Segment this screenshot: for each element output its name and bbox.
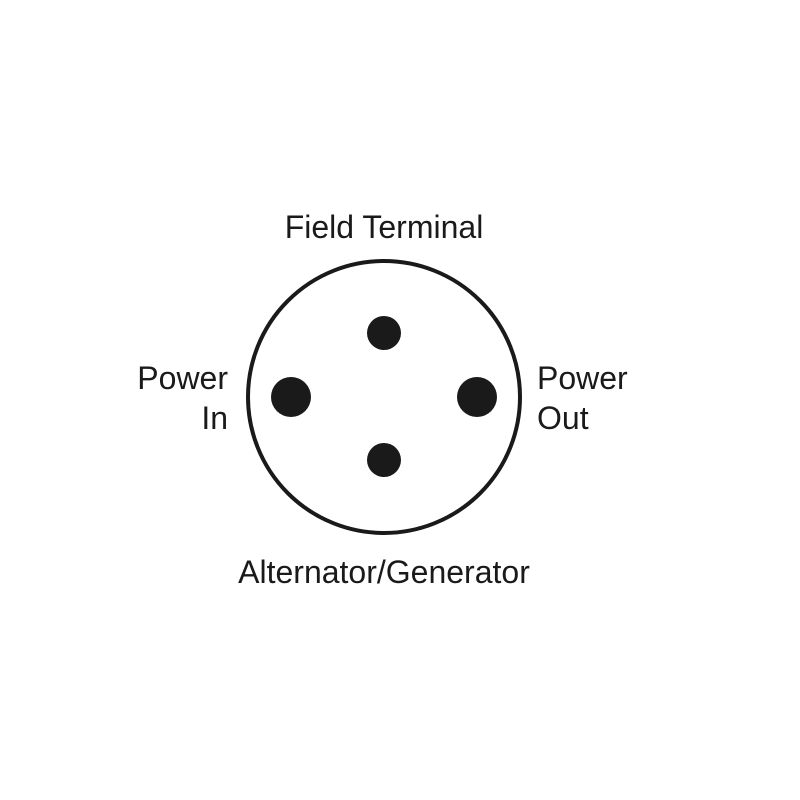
pin-alternator-generator [367, 443, 401, 477]
label-power-out-line1: Power [537, 360, 628, 396]
connector-outline [246, 259, 522, 535]
label-power-in-line1: Power [137, 360, 228, 396]
label-power-in-line2: In [201, 400, 228, 436]
label-field-terminal: Field Terminal [285, 209, 484, 245]
label-alternator-generator: Alternator/Generator [238, 554, 530, 590]
pin-power-in [271, 377, 311, 417]
pin-field-terminal [367, 316, 401, 350]
pin-power-out [457, 377, 497, 417]
label-power-out-line2: Out [537, 400, 589, 436]
